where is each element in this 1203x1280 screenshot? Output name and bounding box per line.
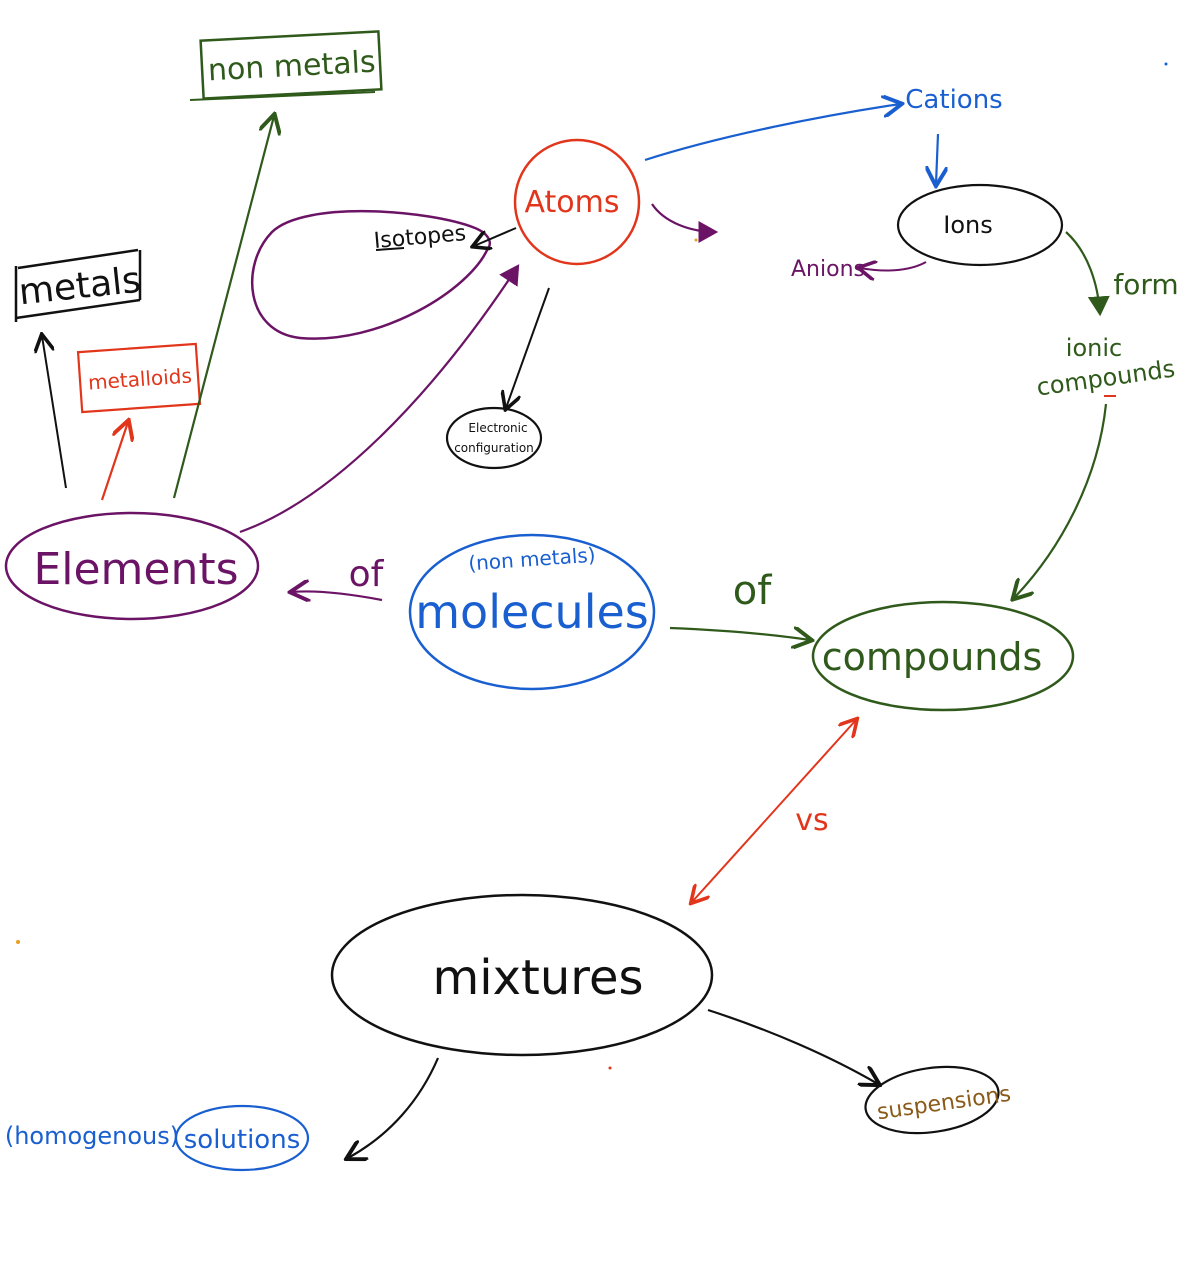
metals-box [14,248,142,322]
compounds-node [811,600,1075,712]
arrow-elements-to-non-metals [172,116,274,499]
molecules-node [408,533,656,691]
solutions-label: solutions [184,1125,301,1155]
suspensions-label: suspensions [875,1082,1012,1126]
suspensions-node [864,1065,1000,1135]
atoms-label: Atoms [525,185,620,220]
ions-label: Ions [943,211,992,239]
arrow-cations-to-ions [936,133,938,184]
arrow-atoms-to-isotopes [474,227,517,246]
non-metals-box [199,30,383,100]
mixtures-label: mixtures [433,950,644,1006]
stray-dot [16,940,20,944]
of-right-label: of [733,568,772,614]
electronic-configuration-node [445,406,543,470]
isotopes-underline [375,247,405,251]
arrow-atoms-right [651,203,719,243]
arrow-ions-to-ionic-compounds [1065,231,1110,317]
stray-dot [608,1066,612,1070]
elements-node [4,511,260,621]
arrow-mixtures-to-solutions [348,1057,440,1158]
arrow-molecules-to-compounds [669,628,810,640]
compounds-label: compounds [822,635,1043,679]
arrow-elements-to-metals [42,336,67,489]
electronic-configuration-label-line2: configuration [454,441,534,455]
non-metals-label: non metals [207,45,376,89]
electronic-configuration-label-line1: Electronic [468,421,527,435]
of-left-label: of [349,554,385,595]
arrow-atoms-to-cations [644,104,900,162]
arrow-compounds-vs-mixtures [692,720,856,902]
molecules-label: molecules [415,585,649,639]
isotopes-loop [250,209,492,340]
form-label: form [1113,268,1178,301]
solutions-node [174,1104,310,1172]
arrow-elements-to-metalloids [100,422,128,501]
mixtures-node [330,893,714,1057]
anions-label: Anions [791,257,865,282]
arrow-atoms-to-electronic-configuration [506,287,550,408]
metalloids-label: metalloids [87,363,192,394]
arrow-elements-to-atoms [239,264,520,534]
vs-label: vs [795,803,828,838]
ions-node [896,183,1064,267]
stray-dot [694,238,698,242]
atoms-node [513,138,641,266]
arrow-molecules-to-elements [292,591,383,600]
non-metals-box-underline [189,91,376,101]
metals-label: metals [17,260,143,314]
arrow-mixtures-to-suspensions [707,1008,878,1084]
molecules-note-label: (non metals) [468,543,597,576]
cations-label: Cations [905,85,1002,115]
ionic-compounds-label-line1: ionic [1066,334,1122,362]
metalloids-box [76,342,202,414]
arrow-ions-to-anions [860,262,927,270]
elements-label: Elements [33,544,238,595]
stray-dot [1164,62,1168,66]
arrow-ionic-compounds-to-compounds [1014,403,1108,598]
homogenous-label: (homogenous) [5,1122,179,1150]
